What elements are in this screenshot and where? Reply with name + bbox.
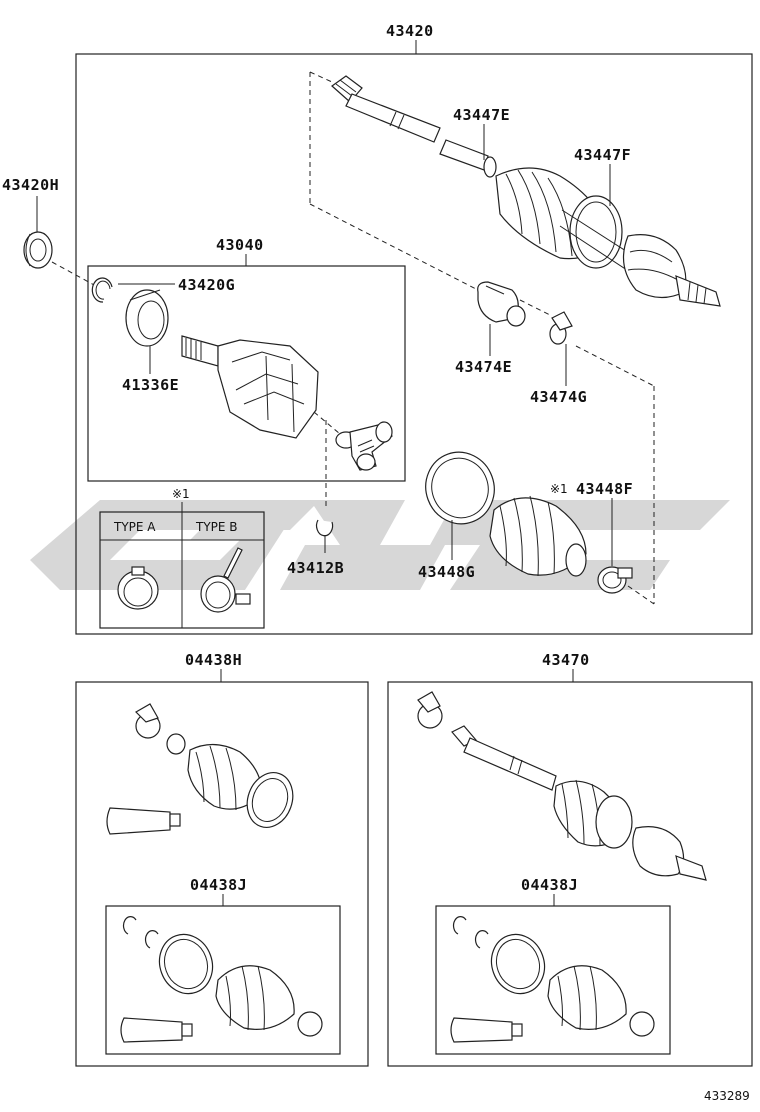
kit-04438J-right-parts — [450, 916, 655, 1043]
label-43474G: 43474G — [530, 388, 587, 406]
assy-box — [75, 53, 753, 635]
label-43420: 43420 — [386, 22, 434, 40]
kit-04438J-left-parts — [120, 916, 323, 1043]
inner-boot — [489, 495, 587, 577]
note-mark-43448F: ※1 — [550, 482, 568, 496]
drive-shaft — [331, 75, 497, 178]
label-43470: 43470 — [542, 651, 590, 669]
kit-43470-parts — [417, 691, 707, 881]
ring-41336E — [125, 289, 169, 347]
label-04438J-right: 04438J — [521, 876, 578, 894]
clamp-type-a — [117, 566, 159, 610]
kit-box-43470 — [387, 681, 753, 1067]
boot-band-43448G — [425, 451, 495, 525]
outer-boot — [495, 167, 641, 277]
tripod-joint — [335, 421, 393, 471]
type-b-label: TYPE B — [195, 520, 238, 534]
label-04438J-left: 04438J — [190, 876, 247, 894]
kit-box-04438J-left — [105, 905, 341, 1055]
label-43474E: 43474E — [455, 358, 512, 376]
label-04438H: 04438H — [185, 651, 242, 669]
inner-joint-housing — [181, 335, 319, 439]
outer-cv-joint — [622, 234, 721, 307]
clamp-type-b — [200, 547, 251, 613]
label-43420H: 43420H — [2, 176, 59, 194]
snap-ring-43412B — [316, 519, 334, 537]
label-43412B: 43412B — [287, 559, 344, 577]
snap-ring-43420G — [91, 277, 113, 303]
note-mark-types: ※1 — [172, 487, 190, 501]
label-43420G: 43420G — [178, 276, 235, 294]
kit-box-04438J-right — [435, 905, 671, 1055]
type-a-label: TYPE A — [113, 520, 156, 534]
label-43448G: 43448G — [418, 563, 475, 581]
damper-43474E — [477, 281, 526, 327]
kit-04438H-parts — [106, 703, 294, 835]
label-41336E: 41336E — [122, 376, 179, 394]
oil-seal-43420H — [23, 231, 53, 269]
clamp-43474G — [549, 311, 573, 345]
label-43040: 43040 — [216, 236, 264, 254]
label-43448F: 43448F — [576, 480, 633, 498]
kit-box-04438H — [75, 681, 369, 1067]
band-43448F — [597, 566, 633, 594]
diagram-id: 433289 — [704, 1089, 750, 1103]
label-43447F: 43447F — [574, 146, 631, 164]
label-43447E: 43447E — [453, 106, 510, 124]
